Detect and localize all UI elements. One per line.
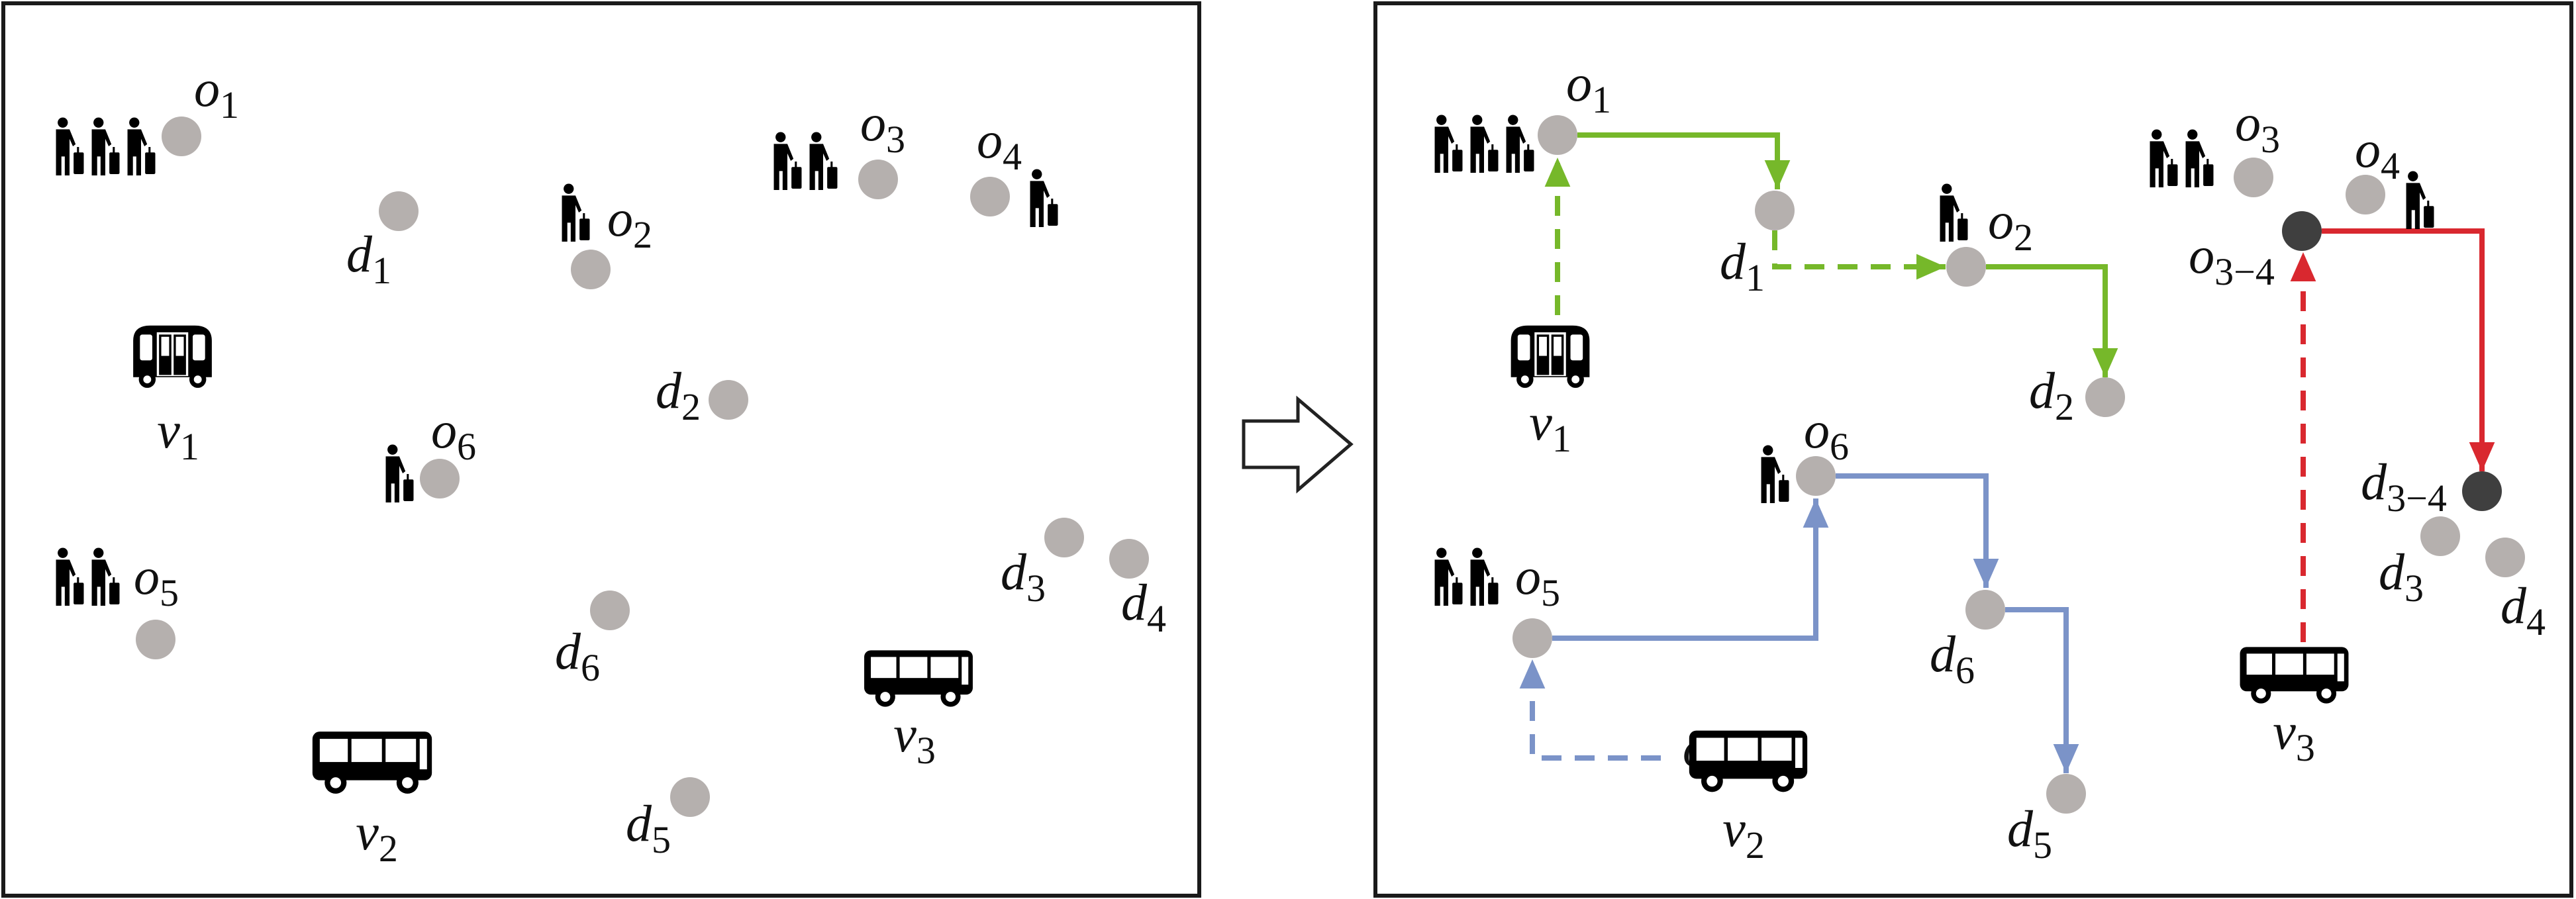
label-d-6: d6	[1930, 625, 1975, 692]
label-o-5: o5	[134, 547, 179, 614]
label-v-1: v1	[157, 401, 199, 468]
label-v-2: v2	[1722, 800, 1765, 867]
route-d1-to-o2	[1772, 230, 1946, 280]
left-panel-initial-state: o1 d1 o2 o3 o4 v1 d2 o6 d3 d4 o5 d6 v3 v2 d5	[56, 60, 1166, 870]
label-o-1: o1	[1566, 54, 1611, 121]
node-o4	[970, 177, 1010, 216]
node-d3	[2420, 516, 2460, 556]
label-o-4: o4	[977, 111, 1022, 178]
route-o6-d6	[1836, 473, 1999, 588]
passenger-icon	[2150, 129, 2178, 187]
node-d5	[2046, 774, 2086, 814]
passenger-icon	[1434, 547, 1463, 606]
node-o5	[136, 620, 175, 659]
node-o3	[2234, 158, 2273, 197]
label-d-6: d6	[555, 622, 600, 689]
left-panel-frame	[1, 1, 1201, 898]
node-d4	[1109, 539, 1149, 579]
node-o6	[420, 459, 460, 498]
node-d4	[2485, 538, 2525, 577]
passenger-icon	[773, 132, 802, 190]
route-v2-to-o5	[1519, 659, 1661, 761]
label-v-1: v1	[1529, 393, 1571, 460]
label-d-4: d4	[2501, 577, 2546, 643]
shuttle-icon	[1511, 325, 1590, 388]
passenger-icon	[1434, 115, 1463, 173]
label-o-5: o5	[1515, 547, 1560, 614]
node-o4	[2346, 175, 2385, 214]
node-o1	[162, 117, 201, 156]
label-d-2: d2	[2029, 361, 2074, 428]
label-o-6: o6	[1804, 401, 1849, 468]
shuttle-icon	[133, 325, 212, 388]
route-o5-o6	[1552, 498, 1829, 641]
right-panel-routes	[1519, 132, 2495, 773]
passenger-icon	[562, 183, 590, 242]
node-o2	[571, 250, 611, 289]
merged-destination-node-d3-4	[2462, 471, 2502, 511]
passenger-icon	[1030, 169, 1058, 227]
bus-icon	[864, 650, 973, 707]
passenger-icon	[2185, 129, 2214, 187]
label-d-3: d3	[2379, 543, 2424, 610]
bus-icon	[312, 732, 432, 794]
label-v-2: v2	[356, 803, 398, 870]
route-v1-o1-d1	[1577, 132, 1791, 189]
label-d-5: d5	[626, 794, 671, 861]
passenger-icon	[385, 444, 414, 502]
passenger-icon	[809, 132, 838, 190]
passenger-icon	[56, 117, 84, 175]
label-d-1: d1	[1720, 232, 1765, 299]
label-o-3: o3	[860, 94, 905, 161]
label-d-3−4: d3−4	[2361, 453, 2447, 520]
bus-icon	[2240, 647, 2349, 704]
label-d-1: d1	[346, 225, 391, 292]
node-d1	[1755, 191, 1795, 230]
bus-icon	[1689, 730, 1808, 792]
passenger-icon	[2406, 171, 2434, 229]
merged-origin-node-o3-4	[2282, 211, 2322, 251]
node-d2	[709, 380, 748, 420]
node-d2	[2085, 377, 2125, 417]
node-d3	[1044, 518, 1084, 557]
label-d-4: d4	[1121, 573, 1166, 640]
route-d6-d5	[2005, 607, 2079, 773]
route-o34-d34	[2322, 228, 2495, 471]
node-d5	[670, 777, 710, 817]
node-d6	[590, 591, 630, 630]
label-o-2: o2	[1988, 192, 2033, 259]
passenger-icon	[1470, 547, 1499, 606]
label-d-5: d5	[2007, 800, 2052, 867]
route-o2-d2	[1986, 264, 2118, 377]
node-o2	[1946, 247, 1986, 287]
node-o3	[858, 160, 898, 199]
right-panel-frame	[1373, 1, 2573, 898]
passenger-icon	[91, 117, 120, 175]
right-arrow-icon	[1242, 395, 1354, 494]
node-o5	[1512, 618, 1552, 658]
label-v-3: v3	[2273, 702, 2315, 769]
label-d-3: d3	[1001, 543, 1046, 610]
label-o-4: o4	[2355, 120, 2400, 187]
label-o-2: o2	[607, 189, 652, 256]
label-v-3: v3	[893, 705, 936, 772]
node-o1	[1538, 115, 1577, 155]
passenger-icon	[1940, 183, 1968, 242]
label-o-6: o6	[431, 401, 476, 468]
passenger-icon	[56, 547, 84, 606]
node-o6	[1796, 456, 1836, 496]
node-d6	[1965, 590, 2005, 630]
passenger-icon	[1761, 445, 1789, 503]
label-d-2: d2	[656, 361, 701, 428]
label-o-1: o1	[194, 60, 239, 126]
passenger-icon	[1506, 115, 1534, 173]
passenger-icon	[91, 547, 120, 606]
passenger-icon	[1470, 115, 1499, 173]
passenger-icon	[127, 117, 156, 175]
node-d1	[379, 191, 419, 231]
label-o-3: o3	[2235, 94, 2280, 161]
label-o-3−4: o3−4	[2189, 226, 2275, 293]
